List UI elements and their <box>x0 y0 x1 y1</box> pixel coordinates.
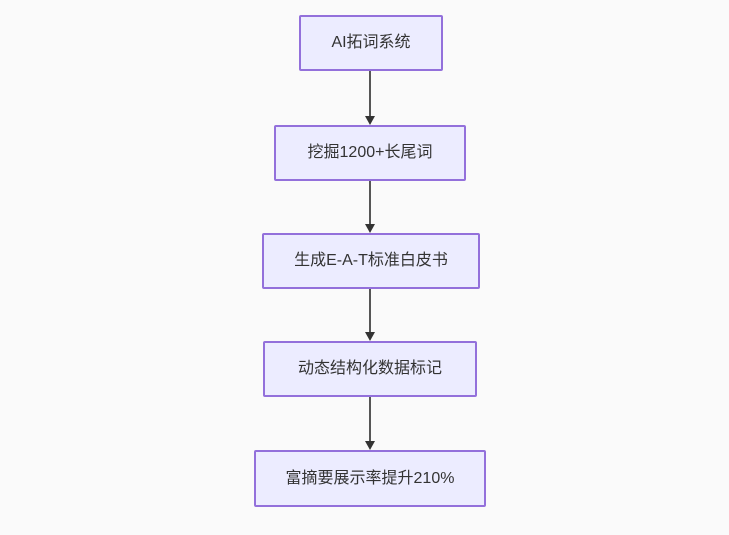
flow-node-ai-expand-system: AI拓词系统 <box>299 15 443 71</box>
flow-node-structured-data-markup: 动态结构化数据标记 <box>263 341 477 397</box>
flow-node-label: 富摘要展示率提升210% <box>285 469 455 487</box>
flow-node-eat-whitepaper: 生成E-A-T标准白皮书 <box>262 233 480 289</box>
arrowhead-down-icon <box>365 224 375 233</box>
flow-arrow-2 <box>364 181 376 233</box>
flow-node-label: 生成E-A-T标准白皮书 <box>294 252 448 270</box>
flow-arrow-1 <box>364 71 376 125</box>
flow-node-rich-snippet-result: 富摘要展示率提升210% <box>254 450 486 507</box>
flow-node-label: 挖掘1200+长尾词 <box>307 144 433 162</box>
arrow-line <box>369 397 371 441</box>
arrowhead-down-icon <box>365 332 375 341</box>
flow-node-longtail-mining: 挖掘1200+长尾词 <box>274 125 466 181</box>
flow-arrow-3 <box>364 289 376 341</box>
arrowhead-down-icon <box>365 441 375 450</box>
flow-node-label: AI拓词系统 <box>331 34 411 52</box>
arrow-line <box>369 289 371 332</box>
flow-arrow-4 <box>364 397 376 450</box>
arrowhead-down-icon <box>365 116 375 125</box>
arrow-line <box>369 71 371 116</box>
arrow-line <box>369 181 371 224</box>
flow-node-label: 动态结构化数据标记 <box>297 360 442 378</box>
